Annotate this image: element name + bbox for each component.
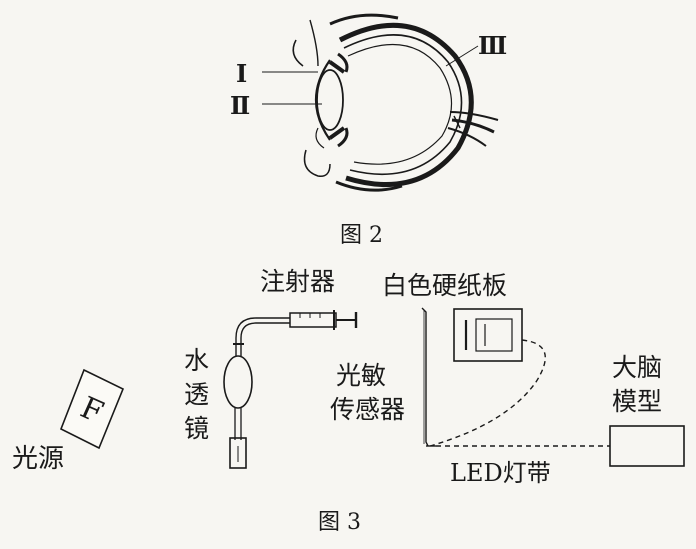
sclera: [338, 22, 474, 187]
tube-elbow-inner: [240, 322, 257, 339]
sensor-board-apparatus: [421, 307, 523, 447]
eye-leaders: [262, 45, 479, 105]
cheek-line: [315, 127, 325, 149]
leader-III: [445, 45, 479, 67]
water-lens-body: [223, 355, 253, 409]
sensor-label-1: 光敏: [336, 361, 386, 390]
upper-lid-fold: [292, 39, 304, 67]
sensor-label-2: 传感器: [330, 395, 405, 424]
brain-model-label-1: 大脑: [612, 353, 662, 382]
ciliary-lower: [337, 127, 349, 148]
light-source-label: 光源: [12, 444, 64, 474]
brain-model-box: [609, 425, 685, 467]
white-board: [421, 307, 429, 447]
cable-monitor-to-sensor: [429, 339, 546, 447]
water-lens-label-1: 水: [184, 346, 209, 375]
cornea: [314, 59, 331, 141]
water-lens-apparatus: [223, 310, 358, 469]
iris-lower: [328, 126, 346, 140]
figure2-caption: 图 2: [340, 223, 383, 248]
optic-nerve-bot: [447, 127, 487, 147]
lower-eyelid: [335, 180, 403, 192]
stand-base: [229, 437, 247, 469]
lower-lid-fold: [303, 149, 331, 177]
led-strip-label: LED灯带: [450, 459, 551, 487]
upper-lid-line: [309, 19, 319, 67]
brain-model-label-2: 模型: [612, 387, 662, 416]
upper-eyelid: [329, 13, 399, 26]
light-source-card: [59, 368, 125, 450]
syringe-label: 注射器: [260, 267, 335, 296]
tube-elbow-outer: [235, 317, 257, 339]
water-lens-label-2: 透: [184, 380, 209, 409]
ciliary-upper: [337, 52, 349, 73]
choroid: [343, 34, 463, 176]
eye-diagram: [292, 13, 499, 192]
optic-nerve-end: [453, 115, 461, 129]
water-lens-label-3: 镜: [184, 414, 209, 443]
label-II: Ⅱ: [230, 91, 250, 120]
syringe-barrel: [289, 312, 337, 328]
white-board-label: 白色硬纸板: [382, 271, 507, 300]
iris-upper: [328, 60, 346, 74]
lens: [316, 69, 344, 131]
monitor-outer: [453, 308, 523, 362]
label-I: Ⅰ: [236, 59, 247, 88]
monitor-inner: [475, 318, 513, 352]
label-III: Ⅲ: [478, 31, 507, 60]
dashed-cables: [429, 339, 610, 447]
retina: [347, 43, 453, 165]
figure3-caption: 图 3: [318, 510, 361, 535]
optic-nerve-top: [449, 111, 499, 121]
